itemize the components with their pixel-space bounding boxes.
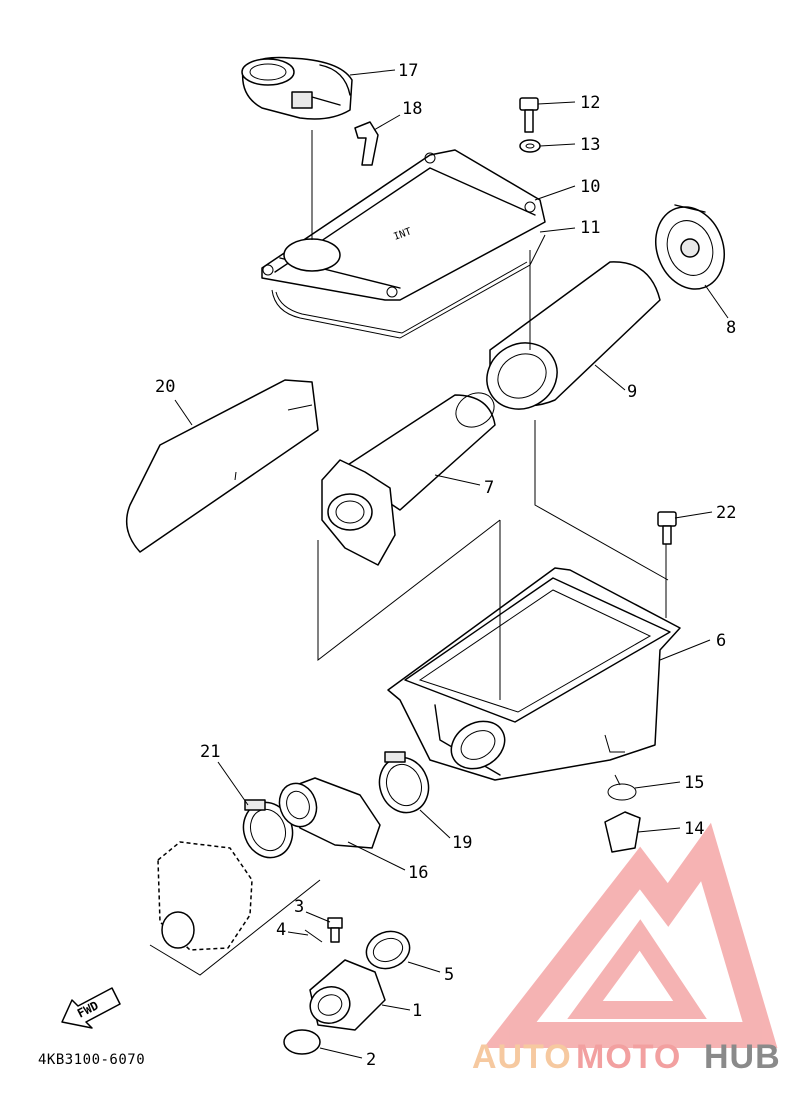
- part-20-side-cover: [125, 379, 319, 553]
- callout-1: 1: [412, 1001, 422, 1021]
- callout-18: 18: [402, 99, 422, 119]
- watermark-text-hub: HUB: [704, 1038, 781, 1076]
- callout-4: 4: [276, 920, 286, 940]
- part-9-filter-element: [486, 261, 661, 410]
- callout-labels: 17 18 12 13 10 11 8 9 20 7 22 6 21 15 14…: [155, 61, 736, 1070]
- callout-13: 13: [580, 135, 600, 155]
- part-12-bolt: [519, 97, 539, 133]
- carburetor-outline: [157, 841, 253, 951]
- part-2-o-ring: [283, 1029, 321, 1055]
- watermark-text-moto: MOTO: [576, 1038, 681, 1076]
- part-6-air-box-case: [387, 567, 681, 781]
- callout-7: 7: [484, 478, 494, 498]
- callout-15: 15: [684, 773, 704, 793]
- callout-21: 21: [200, 742, 220, 762]
- callout-19: 19: [452, 833, 472, 853]
- part-15-clip: [607, 774, 637, 801]
- callout-22: 22: [716, 503, 736, 523]
- callout-10: 10: [580, 177, 600, 197]
- watermark-logo: [483, 822, 778, 1048]
- part-3-screw: [327, 917, 343, 943]
- callout-9: 9: [627, 382, 637, 402]
- part-22-bolt: [657, 511, 677, 545]
- callout-12: 12: [580, 93, 600, 113]
- callout-5: 5: [444, 965, 454, 985]
- part-19-clamp: [378, 751, 430, 814]
- callout-8: 8: [726, 318, 736, 338]
- part-18-breather-hose: [354, 121, 379, 166]
- part-7-filter-guide: [321, 392, 496, 566]
- callout-11: 11: [580, 218, 600, 238]
- part-16-joint: [278, 777, 381, 849]
- callout-17: 17: [398, 61, 418, 81]
- part-17-intake-duct: [241, 56, 353, 120]
- callout-14: 14: [684, 819, 704, 839]
- callout-2: 2: [366, 1050, 376, 1070]
- part-4-clip: [304, 929, 323, 943]
- part-21-clamp: [242, 799, 294, 859]
- part-10-case-cover: INT: [261, 149, 546, 301]
- leader-lines: [174, 69, 729, 1059]
- part-5-clamp: [365, 930, 411, 970]
- part-11-gasket: [271, 234, 546, 339]
- watermark-text-auto: AUTO: [472, 1038, 572, 1076]
- callout-20: 20: [155, 377, 175, 397]
- part-8-end-cap: [655, 204, 725, 290]
- diagram-code: 4KB3100-6070: [38, 1052, 145, 1068]
- part-13-washer: [519, 139, 541, 153]
- reference-outline: [149, 879, 321, 976]
- part-1-manifold: [309, 959, 386, 1031]
- fwd-arrow: FWD: [61, 987, 121, 1029]
- watermark-text: AUTO MOTO HUB: [472, 1038, 781, 1076]
- callout-3: 3: [294, 897, 304, 917]
- part-14-drain-plug: [604, 811, 641, 853]
- callout-6: 6: [716, 631, 726, 651]
- callout-16: 16: [408, 863, 428, 883]
